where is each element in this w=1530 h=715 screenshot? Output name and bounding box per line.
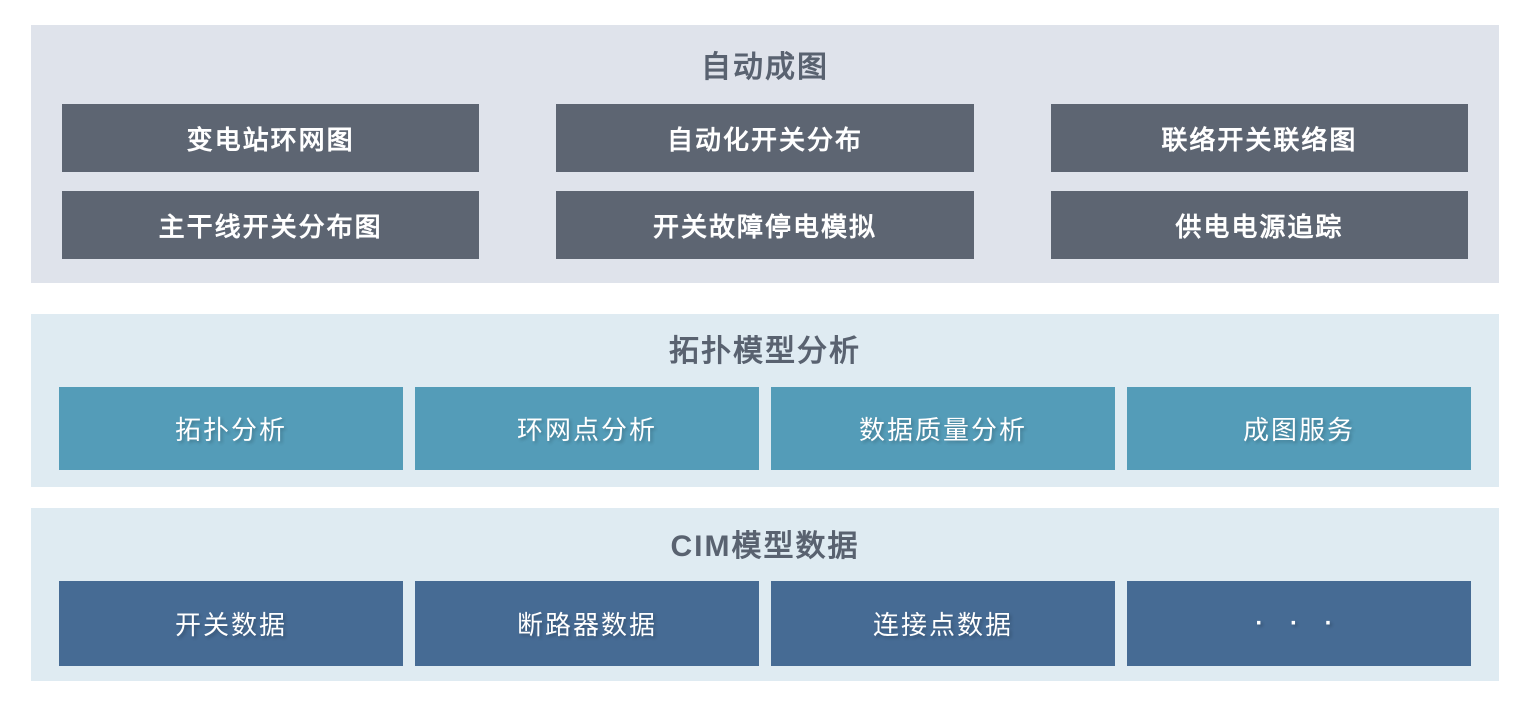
section-auto-diagram-grid: 变电站环网图 自动化开关分布 联络开关联络图 主干线开关分布图 开关故障停电模拟…: [62, 104, 1468, 259]
section-topology-grid: 拓扑分析 环网点分析 数据质量分析 成图服务: [59, 387, 1471, 470]
section-topology-title: 拓扑模型分析: [669, 335, 861, 368]
section-cim-model-data: CIM模型数据 开关数据 断路器数据 连接点数据 · · ·: [31, 508, 1499, 681]
block-more-ellipsis[interactable]: · · ·: [1127, 581, 1471, 666]
block-switch-data[interactable]: 开关数据: [59, 581, 403, 666]
section-cim-title: CIM模型数据: [670, 530, 860, 563]
section-auto-diagram-title: 自动成图: [701, 51, 829, 84]
section-topology-model-analysis: 拓扑模型分析 拓扑分析 环网点分析 数据质量分析 成图服务: [31, 314, 1499, 487]
block-tie-switch-connection-diagram[interactable]: 联络开关联络图: [1050, 104, 1468, 172]
section-cim-grid: 开关数据 断路器数据 连接点数据 · · ·: [59, 581, 1471, 666]
block-data-quality-analysis[interactable]: 数据质量分析: [771, 387, 1115, 470]
block-power-source-tracing[interactable]: 供电电源追踪: [1050, 191, 1468, 259]
block-trunk-line-switch-distribution[interactable]: 主干线开关分布图: [62, 191, 480, 259]
block-automated-switch-distribution[interactable]: 自动化开关分布: [556, 104, 974, 172]
block-connection-point-data[interactable]: 连接点数据: [771, 581, 1115, 666]
block-switch-fault-outage-simulation[interactable]: 开关故障停电模拟: [556, 191, 974, 259]
block-topology-analysis[interactable]: 拓扑分析: [59, 387, 403, 470]
block-ring-point-analysis[interactable]: 环网点分析: [415, 387, 759, 470]
block-breaker-data[interactable]: 断路器数据: [415, 581, 759, 666]
block-substation-ring-diagram[interactable]: 变电站环网图: [62, 104, 480, 172]
section-auto-diagram: 自动成图 变电站环网图 自动化开关分布 联络开关联络图 主干线开关分布图 开关故…: [31, 25, 1499, 283]
block-diagram-service[interactable]: 成图服务: [1127, 387, 1471, 470]
